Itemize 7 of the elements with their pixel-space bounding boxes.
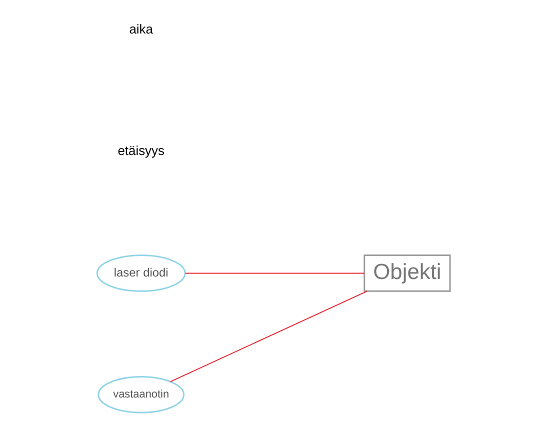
connector: [170, 290, 368, 382]
node-ellipse: laser diodi: [96, 254, 186, 292]
label: etäisyys: [118, 143, 164, 158]
node-box: Objekti: [364, 254, 451, 292]
connector: [184, 272, 365, 274]
label: aika: [129, 22, 153, 37]
node-ellipse: vastaanotin: [98, 376, 185, 414]
